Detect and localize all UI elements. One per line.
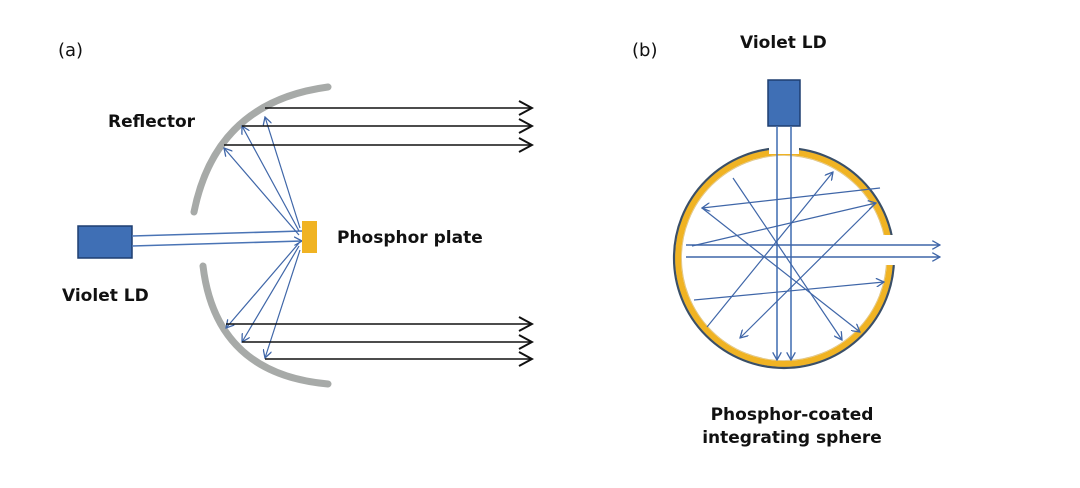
reflector-upper-arc (190, 83, 332, 216)
integrating-sphere-coating (675, 149, 893, 367)
output-rays-lower (226, 324, 532, 359)
phosphor-plate-label: Phosphor plate (337, 228, 483, 248)
reflector-lower-arc (199, 262, 332, 388)
panel-b-label: (b) (632, 40, 658, 61)
violet-ld-label-a: Violet LD (62, 286, 149, 306)
input-beam-a (131, 230, 302, 247)
exit-beam-b (686, 245, 940, 257)
sphere-label-line1: Phosphor-coated (710, 405, 874, 425)
phosphor-plate (302, 221, 317, 253)
internal-rays-b (691, 172, 884, 340)
panel-a (77, 83, 532, 388)
panel-b (672, 79, 940, 370)
reflector-label: Reflector (108, 112, 196, 132)
sphere-label-line2: integrating sphere (702, 427, 882, 448)
sphere-label: Phosphor-coated integrating sphere (692, 404, 892, 450)
output-rays-upper (224, 108, 532, 145)
violet-ld-label-b: Violet LD (740, 33, 827, 53)
panel-a-label: (a) (58, 40, 84, 61)
scattered-rays-a (224, 117, 301, 358)
violet-ld-b (767, 79, 801, 127)
violet-ld-a (77, 225, 133, 259)
